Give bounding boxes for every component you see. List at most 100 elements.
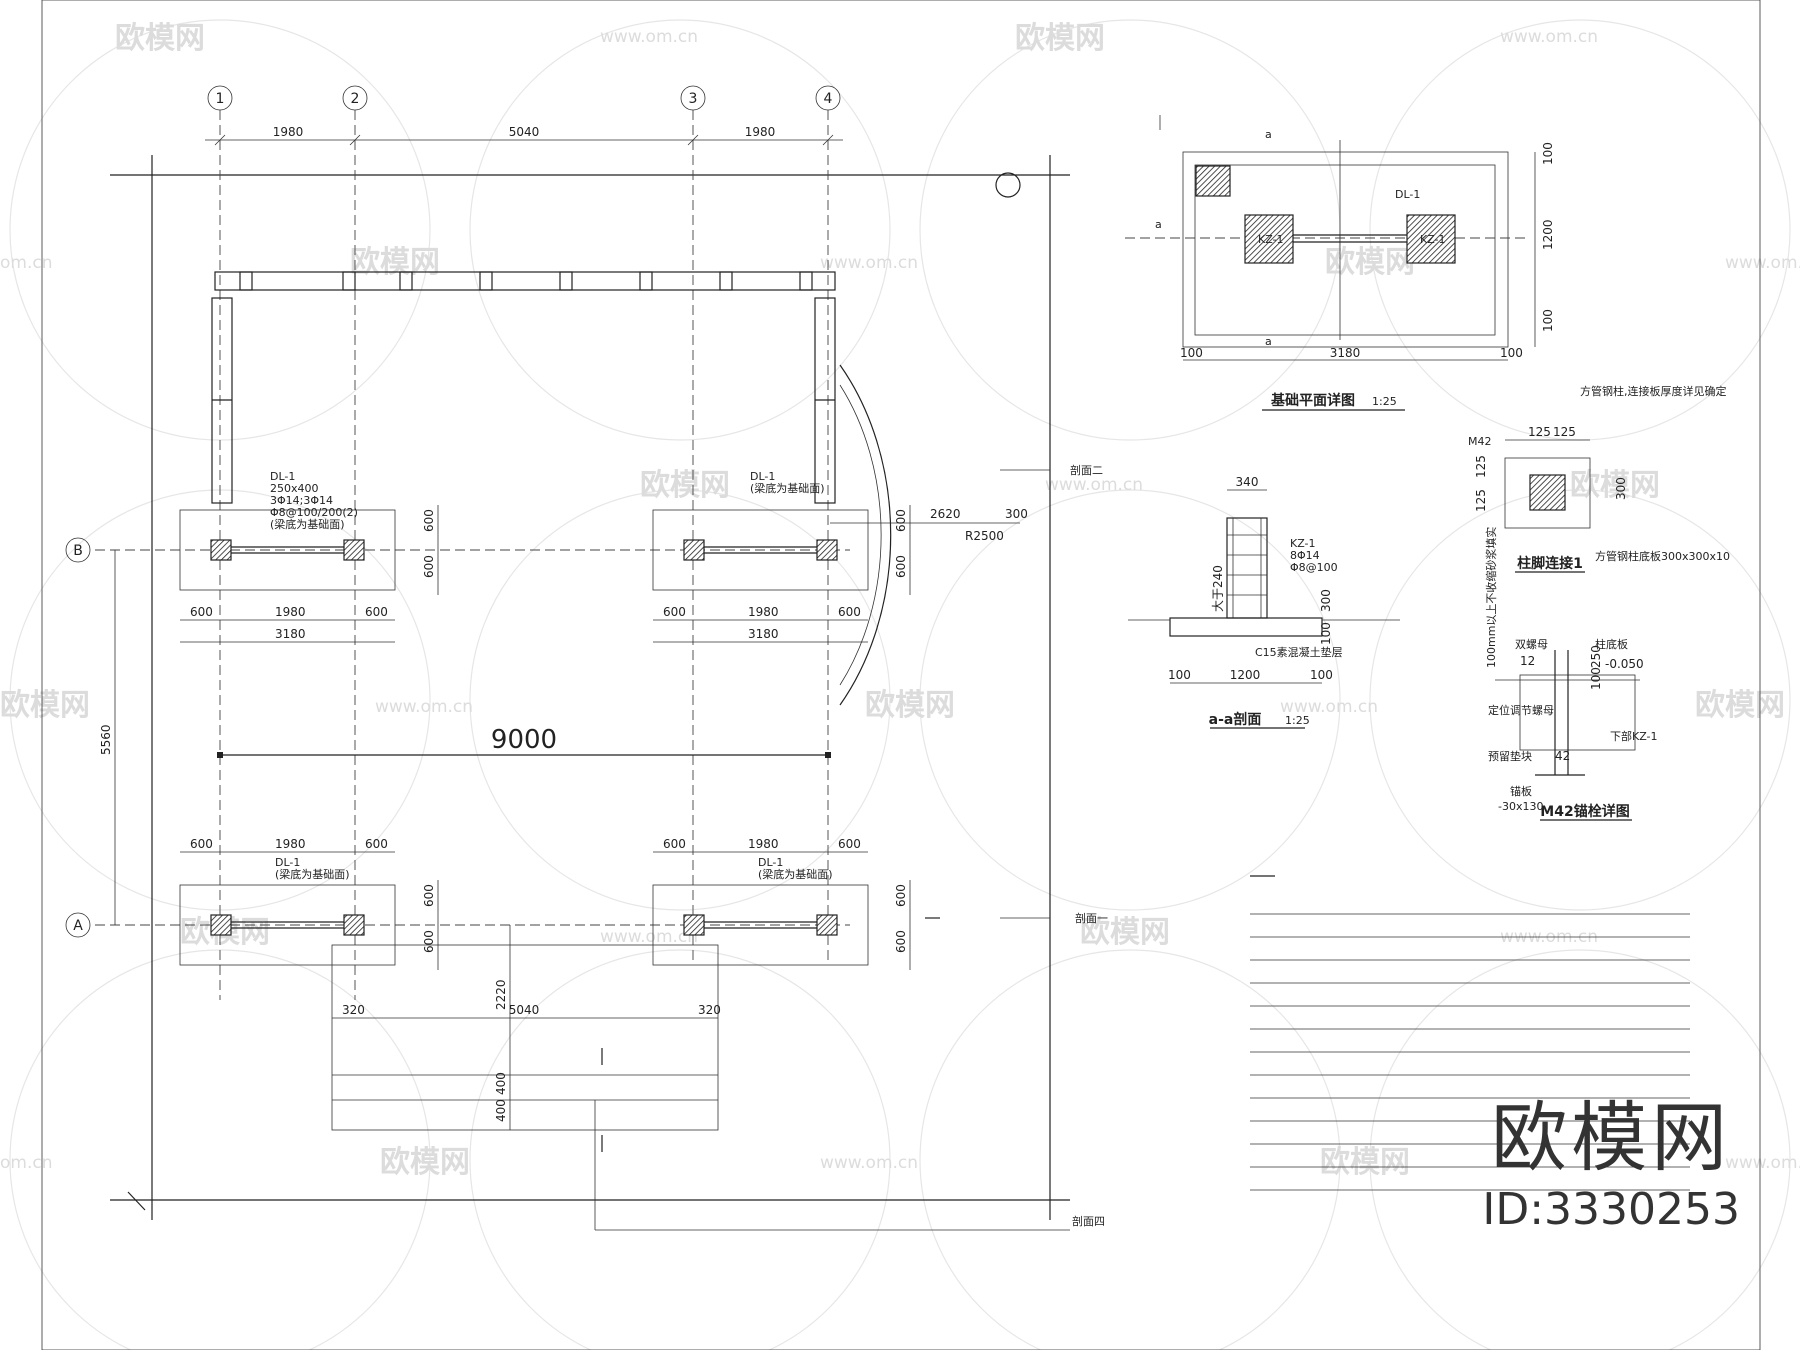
- entry-steps: [331, 944, 719, 1131]
- dim-fd-mid: 3180: [1330, 346, 1361, 360]
- wm-brand: 欧模网: [380, 1145, 470, 1180]
- column-a2: [343, 914, 365, 936]
- column-kz1-left: [1244, 214, 1294, 264]
- anc-adj: 定位调节螺母: [1488, 703, 1554, 717]
- svg-text:3: 3: [689, 91, 698, 107]
- svg-text:(梁底为基础面): (梁底为基础面): [275, 867, 350, 881]
- aa-h100: 100: [1319, 622, 1333, 645]
- anc-pre: 预留垫块: [1488, 749, 1532, 763]
- aa-rebar: 8Φ14: [1290, 549, 1320, 562]
- axis-bubble-B: B: [65, 537, 91, 563]
- wm-brand: 欧模网: [350, 245, 440, 280]
- dl-label: DL-1: [1395, 188, 1420, 201]
- column-kz1-right: [1406, 214, 1456, 264]
- dim-fd-l: 100: [1180, 346, 1203, 360]
- watermark-labels: 欧模网 www.om.cn 欧模网 www.om.cn om.cn 欧模网 ww…: [0, 21, 1800, 1180]
- cf-note2: 方管钢柱底板300x300x10: [1595, 549, 1730, 563]
- dim-fb-total: 3180: [275, 627, 306, 641]
- column-b2: [343, 539, 365, 561]
- column-a1: [210, 914, 232, 936]
- m42-anchor-detail: 100mm以上不收缩砂浆填实 双螺母 柱底板 -0.050 12 250 100…: [1484, 527, 1658, 821]
- dim-top-2: 5040: [509, 125, 540, 139]
- dim-fd-h1: 100: [1541, 142, 1555, 165]
- dl-label-b-right: DL-1 (梁底为基础面): [750, 470, 825, 495]
- wm-url: www.om.cn: [375, 697, 473, 717]
- aa-kz: KZ-1: [1290, 537, 1316, 550]
- svg-text:DL-1: DL-1: [750, 470, 775, 483]
- sec-mark: a: [1155, 218, 1162, 231]
- arc-wall: [839, 364, 892, 706]
- svg-text:DL-1: DL-1: [275, 856, 300, 869]
- arc-offset-dim: 2620: [930, 507, 961, 521]
- anc-base: 锚板: [1510, 784, 1532, 798]
- dim-fb2-e1: 600: [663, 605, 686, 619]
- footing-b-right: [652, 509, 869, 591]
- column-foot-title: 柱脚连接1: [1517, 555, 1583, 572]
- aa-big: 大于240: [1211, 565, 1225, 612]
- svg-text:250x400: 250x400: [270, 482, 319, 495]
- dim-fa-mid: 1980: [275, 837, 306, 851]
- anc-n: 12: [1520, 654, 1535, 668]
- column-foot-detail: 125 125 M42 125 125 300 方管钢柱,连接板厚度详见确定 方…: [1468, 384, 1730, 573]
- dim-a-600b: 600: [422, 930, 436, 953]
- dim-fb2-mid: 1980: [748, 605, 779, 619]
- wm-url: om.cn: [0, 1153, 53, 1173]
- dim-fa2-e2: 600: [838, 837, 861, 851]
- wm-brand: 欧模网: [1695, 688, 1785, 723]
- dim-fb-e1: 600: [190, 605, 213, 619]
- axis-bubble-A: A: [65, 912, 91, 938]
- dl-label-a-right: DL-1 (梁底为基础面): [758, 856, 833, 881]
- aa-h300: 300: [1319, 589, 1333, 612]
- stamp-brand: 欧模网: [1491, 1093, 1732, 1182]
- column-a3: [683, 914, 705, 936]
- section-aa-title: a-a剖面: [1209, 711, 1262, 728]
- svg-text:Φ8@100/200(2): Φ8@100/200(2): [270, 506, 358, 519]
- dim-fa-e1: 600: [190, 837, 213, 851]
- dim-fd-r: 100: [1500, 346, 1523, 360]
- column-b4: [816, 539, 838, 561]
- wm-brand: 欧模网: [115, 21, 205, 56]
- svg-text:(梁底为基础面): (梁底为基础面): [270, 517, 345, 531]
- dim-b-600c: 600: [894, 509, 908, 532]
- footing-a-left: [179, 884, 396, 966]
- cf-v2: 125: [1474, 489, 1488, 512]
- cf-d1: 125: [1528, 425, 1551, 439]
- anc-plate: 柱底板: [1595, 637, 1628, 651]
- anc-nut: 双螺母: [1515, 638, 1548, 651]
- wm-brand: 欧模网: [640, 468, 730, 503]
- wm-url: www.om.cn: [600, 927, 698, 947]
- column-b1: [210, 539, 232, 561]
- dim-fa-e2: 600: [365, 837, 388, 851]
- dim-overall: 9000: [491, 725, 557, 755]
- footing-a-right: [652, 884, 869, 966]
- wm-url: www.om.cn: [820, 1153, 918, 1173]
- cf-d2: 125: [1553, 425, 1576, 439]
- dim-aa-l: 100: [1168, 668, 1191, 682]
- section-aa: 340 KZ-1 8Φ14 Φ8@100 大于240 300 100 C15素混…: [1128, 475, 1400, 729]
- scale: 1:25: [1285, 714, 1310, 727]
- svg-text:DL-1: DL-1: [270, 470, 295, 483]
- axis-bubble-4: 4: [815, 85, 841, 111]
- dim-aa-w: 340: [1236, 475, 1259, 489]
- anc-elev: -0.050: [1605, 657, 1644, 671]
- dim-b-600a: 600: [422, 509, 436, 532]
- dim-a-600c: 600: [894, 884, 908, 907]
- svg-text:3Φ14;3Φ14: 3Φ14;3Φ14: [270, 494, 333, 507]
- dim-fa2-e1: 600: [663, 837, 686, 851]
- anc-base2: -30x130: [1498, 800, 1543, 813]
- wm-brand: 欧模网: [1320, 1145, 1410, 1180]
- dl-label-b-left: DL-1 250x400 3Φ14;3Φ14 Φ8@100/200(2) (梁底…: [270, 470, 358, 531]
- arc-radius-dim: R2500: [965, 529, 1004, 543]
- wm-brand: 欧模网: [0, 688, 90, 723]
- wm-brand: 欧模网: [1570, 468, 1660, 503]
- dim-b-600b: 600: [422, 555, 436, 578]
- dim-step-s2: 400: [494, 1099, 508, 1122]
- anc-bot: 下部KZ-1: [1610, 729, 1658, 743]
- notes-lines: [1250, 875, 1690, 1191]
- footing-b-left: [179, 509, 396, 591]
- dim-step-s1: 400: [494, 1072, 508, 1095]
- svg-text:B: B: [73, 543, 83, 559]
- dim-step-side-l: 320: [342, 1003, 365, 1017]
- column-a4: [816, 914, 838, 936]
